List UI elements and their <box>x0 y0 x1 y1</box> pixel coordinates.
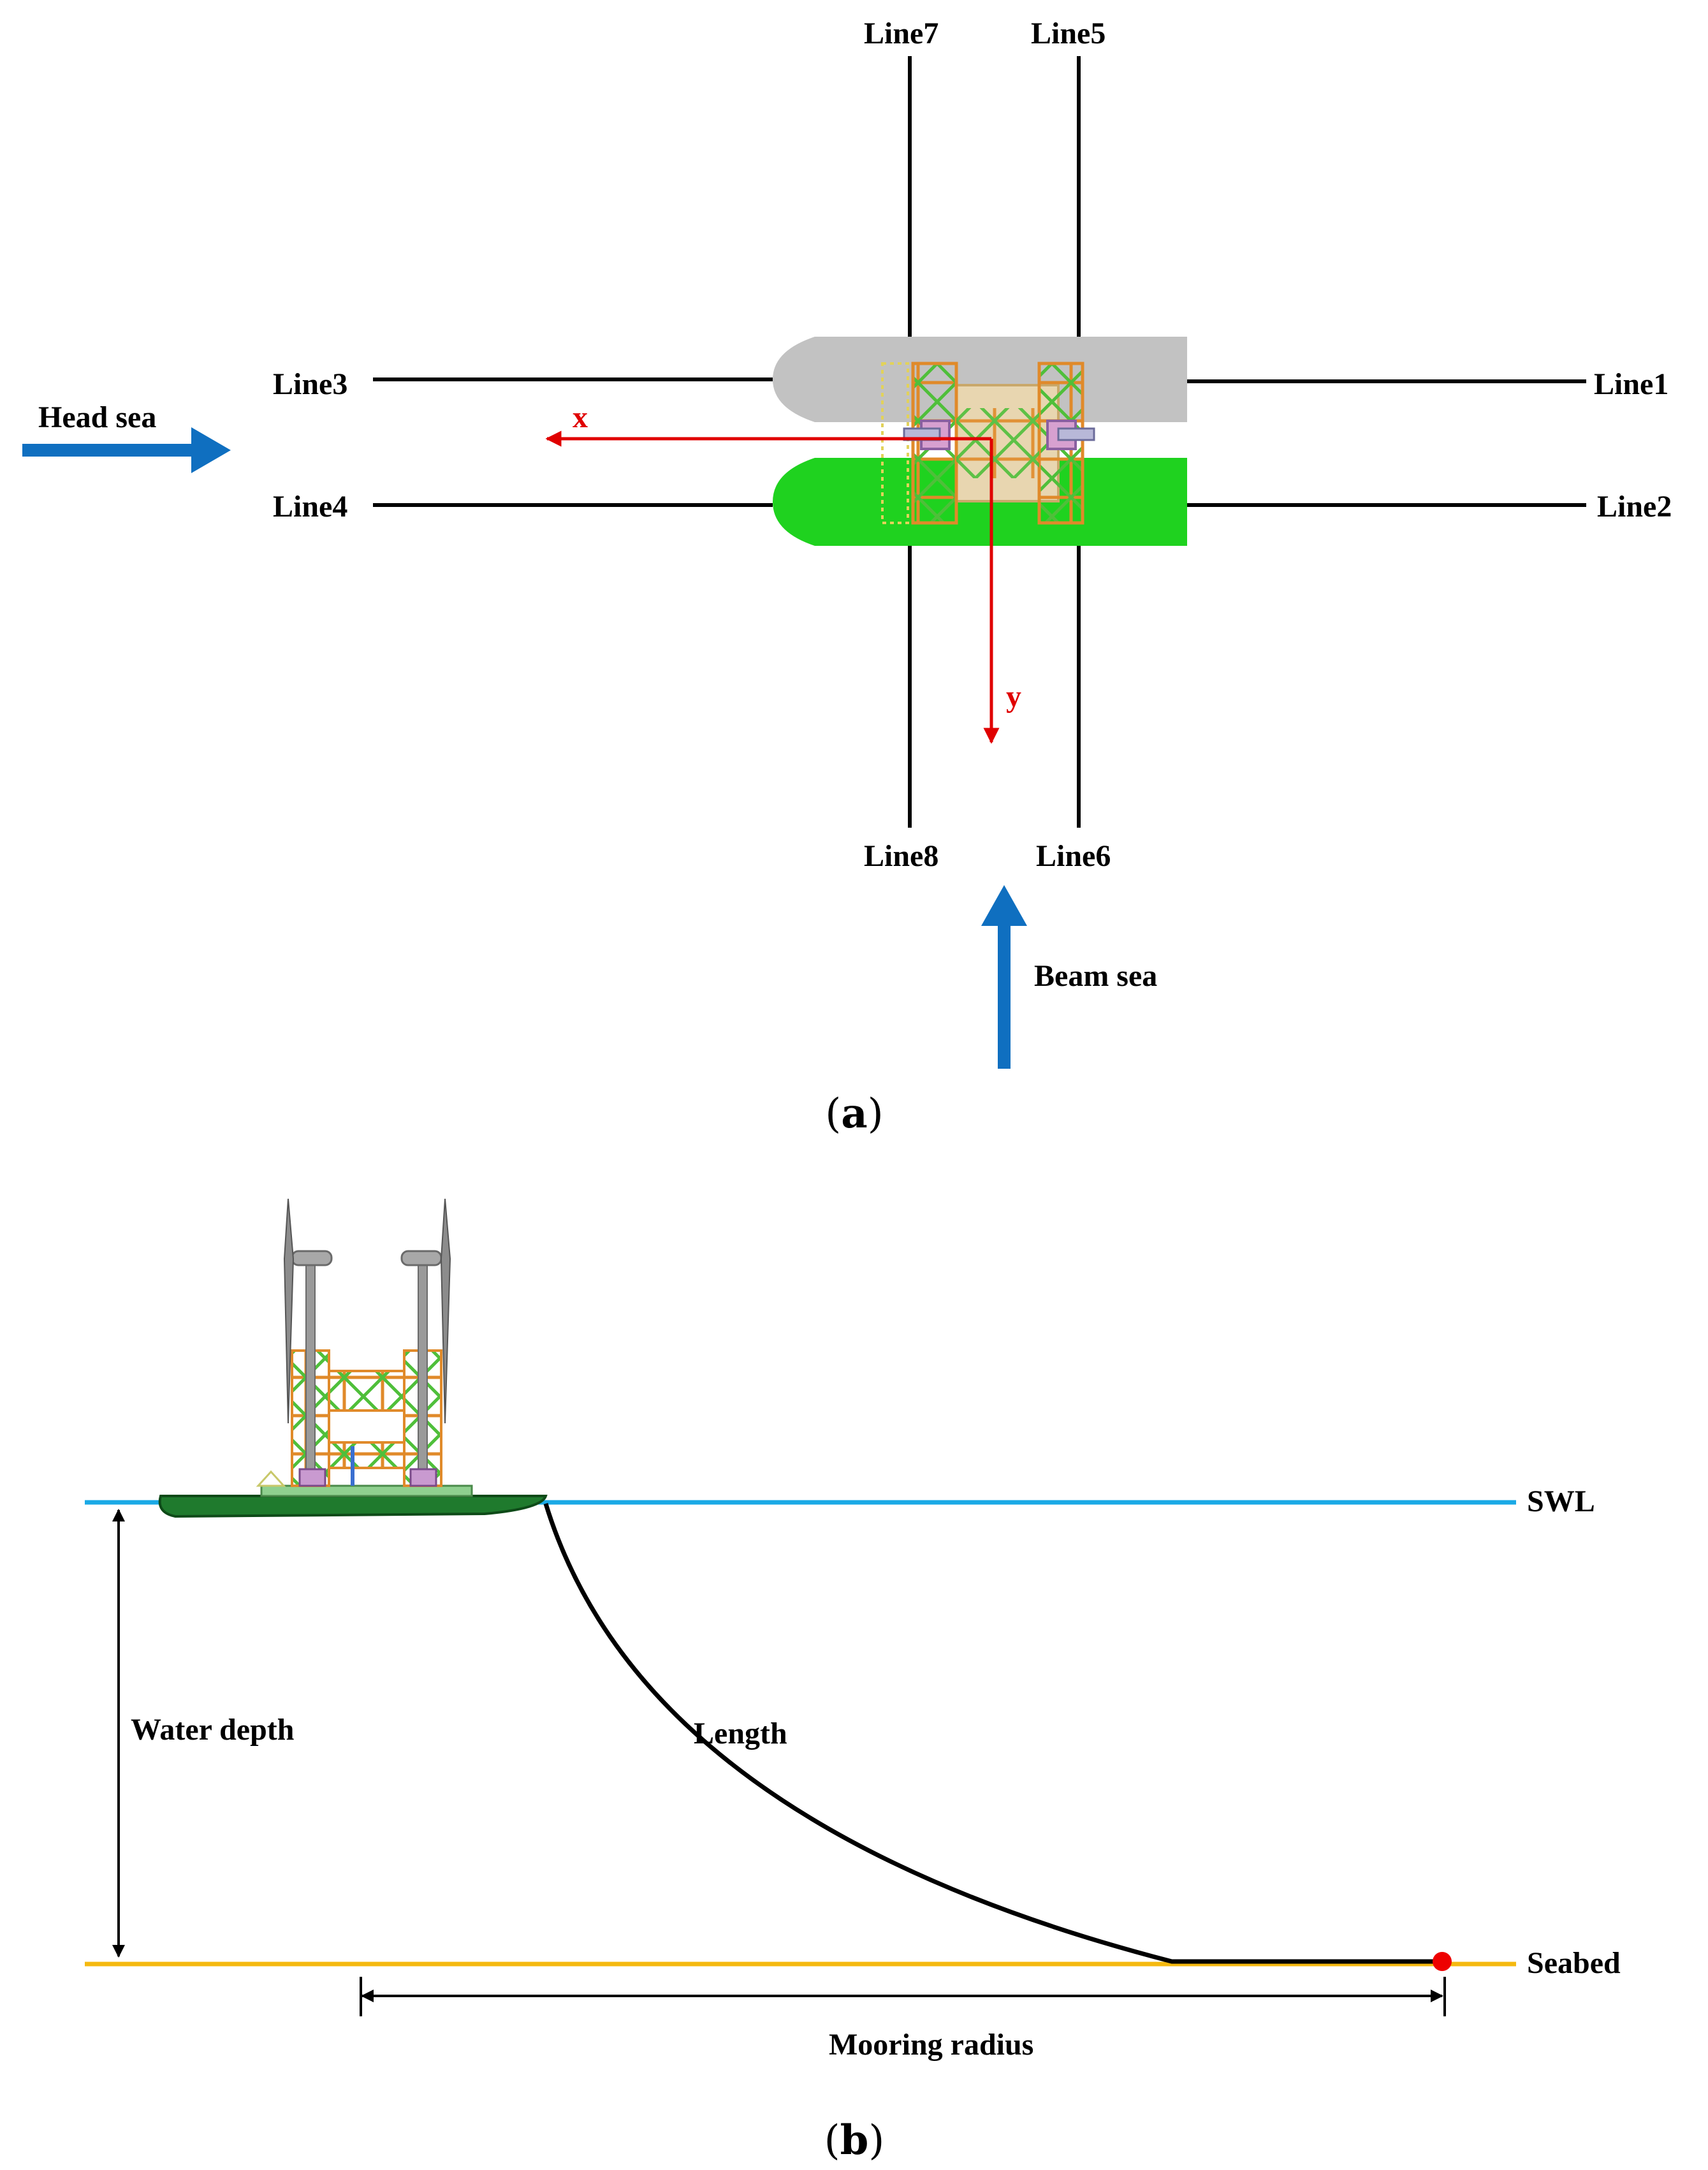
caption-a: (a) <box>825 1090 883 1138</box>
y-axis-label: y <box>1006 680 1021 714</box>
tower-right <box>418 1261 428 1486</box>
panel-b-side-view: SWL Seabed Length Water depth <box>85 1198 1621 2164</box>
nacelle-right <box>400 1250 442 1266</box>
mooring-radius-label: Mooring radius <box>829 2028 1033 2062</box>
deck-marker <box>351 1446 354 1486</box>
label-line8: Line8 <box>864 839 938 873</box>
label-line3: Line3 <box>273 367 347 401</box>
seabed-label: Seabed <box>1527 1946 1621 1980</box>
length-label: Length <box>694 1717 787 1750</box>
rotor-blade-left <box>283 1198 295 1424</box>
cross-truss <box>956 408 1039 478</box>
platform-hull <box>158 1495 548 1518</box>
water-depth-label: Water depth <box>131 1713 294 1747</box>
rotor-blade-right <box>440 1198 451 1424</box>
truss-frame-bottom <box>328 1441 405 1469</box>
deck-machinery-left <box>298 1468 326 1487</box>
head-sea-arrow <box>22 427 231 473</box>
platform-deck <box>260 1485 473 1497</box>
label-line4: Line4 <box>273 490 347 524</box>
label-line1: Line1 <box>1594 367 1668 401</box>
deck-machinery-right <box>409 1468 437 1487</box>
nacelle-left <box>291 1250 333 1266</box>
tower-left <box>305 1261 316 1486</box>
anchor-point <box>1433 1952 1452 1971</box>
swl-label: SWL <box>1527 1485 1595 1518</box>
label-line5: Line5 <box>1031 17 1106 50</box>
beam-sea-label: Beam sea <box>1034 959 1157 993</box>
connector-right <box>1057 427 1095 441</box>
caption-b: (b) <box>824 2116 885 2164</box>
label-line6: Line6 <box>1036 839 1111 873</box>
deck-item-left <box>256 1470 286 1487</box>
truss-frame-top <box>328 1370 405 1412</box>
label-line7: Line7 <box>864 17 938 50</box>
beam-sea-arrow <box>981 885 1027 1069</box>
x-axis-label: x <box>573 400 588 434</box>
label-line2: Line2 <box>1597 490 1672 524</box>
panel-a-plan-view: x y Line1 Line2 Line3 Line4 Line5 Line6 … <box>22 17 1672 1138</box>
catenary-mooring-line <box>543 1502 1441 1964</box>
head-sea-label: Head sea <box>38 400 156 434</box>
